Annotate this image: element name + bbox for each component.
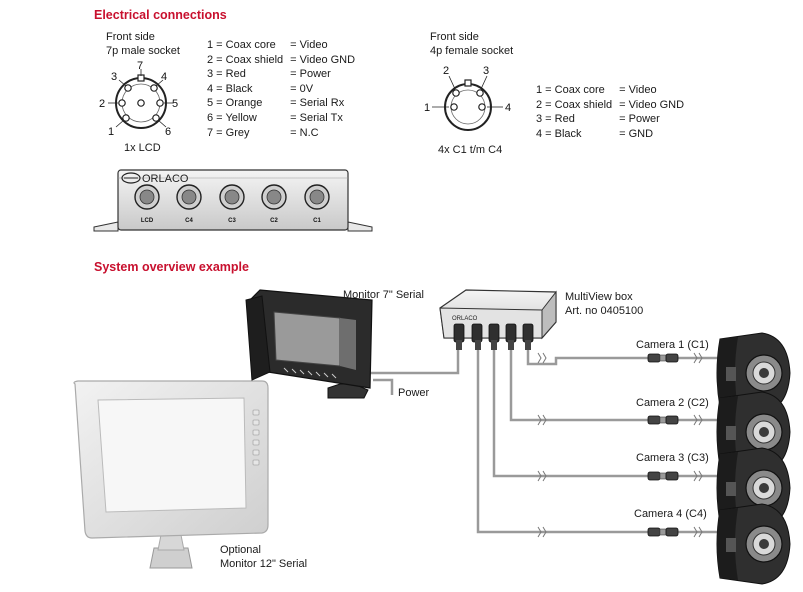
male-pin-label: 3 [111, 71, 117, 83]
male-pin-label: 1 [108, 126, 114, 138]
male-pin-label: 7 [137, 60, 143, 72]
female-pin-label: 3 [483, 65, 489, 77]
female-socket-side: Front side [430, 31, 479, 43]
female-socket-4p [432, 75, 503, 131]
table-row: 6 = Yellow= Serial Tx [207, 111, 343, 124]
female-pinout-table: 1 = Coax core= Video 2 = Coax shield= Vi… [536, 83, 691, 141]
multiview-box-panel [93, 169, 373, 232]
female-pin-label: 4 [505, 102, 511, 114]
table-row: 2 = Coax shield= Video GND [207, 53, 356, 66]
multiview-box-artno: Art. no 0405100 [565, 305, 644, 318]
monitor-12-illustration [73, 380, 269, 569]
camera-icon [716, 503, 791, 585]
box-port-label: LCD [141, 218, 154, 224]
table-row: 4 = Black= 0V [207, 82, 314, 95]
multiview-box-label: MultiView box Art. no 0405100 [565, 290, 643, 319]
monitor-7-label: Monitor 7" Serial [343, 289, 424, 301]
monitor-12-name: Monitor 12" Serial [220, 558, 308, 571]
electrical-connections-heading: Electrical connections [94, 8, 227, 22]
monitor-12-optional: Optional [220, 544, 261, 556]
camera-3-label: Camera 3 (C3) [636, 452, 709, 464]
table-row: 2 = Coax shield= Video GND [536, 98, 685, 111]
male-socket-title: Front side 7p male socket [106, 30, 180, 59]
male-pin-label: 5 [172, 98, 178, 110]
female-pin-label: 2 [443, 65, 449, 77]
multiview-box-illustration: ORLACO [439, 289, 557, 350]
female-socket-caption: 4x C1 t/m C4 [438, 144, 503, 156]
table-row: 3 = Red= Power [207, 68, 331, 81]
multiview-box-name: MultiView box [565, 291, 633, 303]
table-row: 4 = Black= GND [536, 127, 654, 140]
box-port-label: C3 [228, 218, 236, 224]
box-port-label: C2 [270, 218, 278, 224]
box-brand: ORLACO [142, 173, 189, 185]
camera-4-label: Camera 4 (C4) [634, 508, 707, 520]
monitor-7-illustration [245, 289, 373, 399]
cable-break-marks [537, 352, 703, 538]
table-row: 5 = Orange= Serial Rx [207, 97, 345, 110]
power-label: Power [398, 387, 430, 399]
male-pin-label: 2 [99, 98, 105, 110]
male-socket-side: Front side [106, 31, 155, 43]
male-pinout-table: 1 = Coax core= Video 2 = Coax shield= Vi… [207, 38, 362, 140]
female-pin-label: 1 [424, 102, 430, 114]
male-pin-label: 6 [165, 126, 171, 138]
table-row: 3 = Red= Power [536, 113, 660, 126]
orlaco-logo-icon: ORLACO [121, 172, 189, 185]
svg-text:ORLACO: ORLACO [452, 316, 478, 322]
table-row: 1 = Coax core= Video [207, 39, 328, 51]
cable-lines [362, 340, 730, 534]
monitor-12-label: Optional Monitor 12" Serial [220, 543, 307, 572]
female-socket-title: Front side 4p female socket [430, 30, 513, 59]
camera-2-label: Camera 2 (C2) [636, 397, 709, 409]
box-port-label: C4 [185, 218, 193, 224]
female-socket-kind: 4p female socket [430, 45, 514, 58]
system-overview-heading: System overview example [94, 260, 249, 274]
male-socket-caption: 1x LCD [124, 142, 161, 154]
male-pin-label: 4 [161, 71, 167, 83]
camera-1-label: Camera 1 (C1) [636, 339, 709, 351]
box-port-label: C1 [313, 218, 321, 224]
table-row: 7 = Grey= N.C [207, 126, 319, 139]
table-row: 1 = Coax core= Video [536, 84, 657, 96]
male-socket-7p [108, 69, 173, 129]
male-socket-kind: 7p male socket [106, 45, 180, 58]
